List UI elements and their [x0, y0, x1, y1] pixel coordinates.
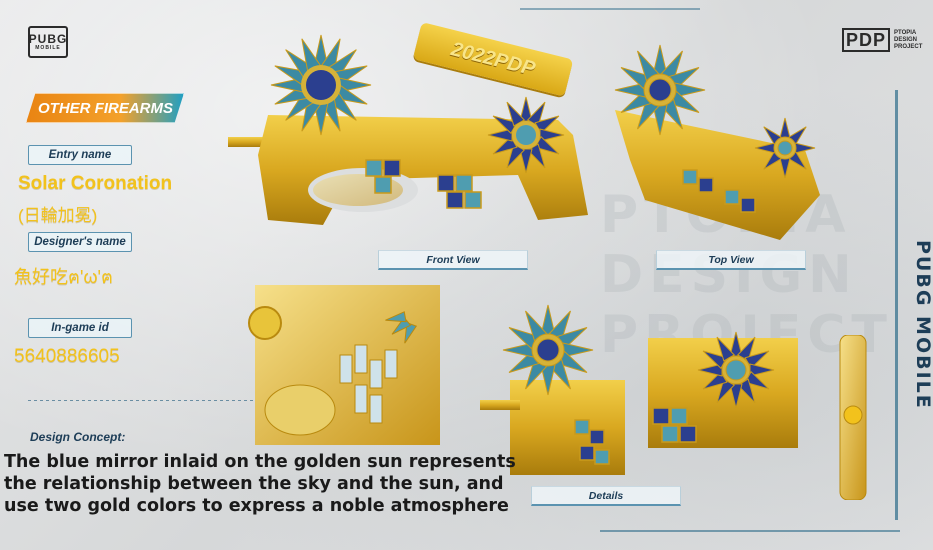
- ingame-id: 5640886605: [14, 346, 120, 367]
- pubg-logo-text: PUBG: [28, 32, 68, 46]
- pdp-logo: PDP PTOPIA DESIGN PROJECT: [842, 26, 922, 54]
- pdp-line1: PTOPIA: [894, 29, 917, 36]
- gun-detail-side: [248, 285, 440, 445]
- pdp-logo-text: PTOPIA DESIGN PROJECT: [894, 30, 922, 51]
- pdp-line2: DESIGN: [894, 36, 918, 43]
- divider-line: [28, 400, 388, 401]
- designer-name: 魚好吃ฅ'ω'ฅ: [14, 267, 114, 287]
- top-stripe: [520, 8, 700, 10]
- bottom-stripe: [600, 530, 900, 532]
- entry-name-en: Solar Coronation: [18, 173, 173, 194]
- front-view-label: Front View: [378, 250, 528, 270]
- pubg-logo: PUBG MOBILE: [28, 26, 68, 58]
- gun-detail-rear: [839, 335, 867, 500]
- entry-name-cn: (日輪加冕): [18, 206, 98, 225]
- entry-name-label: Entry name: [28, 145, 132, 165]
- side-stripe: [895, 90, 898, 520]
- ingame-id-label: In-game id: [28, 318, 132, 338]
- gun-front-view: [228, 34, 588, 225]
- pdp-line3: PROJECT: [894, 43, 923, 50]
- details-label: Details: [531, 486, 681, 506]
- gun-detail-front: [480, 304, 625, 475]
- pubg-logo-subtext: MOBILE: [35, 45, 61, 51]
- concept-line-1: The blue mirror inlaid on the golden sun…: [4, 452, 516, 472]
- gun-top-view: [614, 44, 820, 240]
- design-concept-title: Design Concept:: [30, 430, 126, 444]
- concept-line-3: use two gold colors to express a noble a…: [4, 496, 509, 516]
- category-banner: OTHER FIREARMS: [26, 93, 184, 123]
- top-view-label: Top View: [656, 250, 806, 270]
- designer-name-label: Designer's name: [28, 232, 132, 252]
- sun-emblem-1: [270, 34, 372, 136]
- concept-line-2: the relationship between the sky and the…: [4, 474, 504, 494]
- pdp-logo-mark: PDP: [842, 28, 891, 52]
- gun-detail-emblem: [648, 331, 798, 448]
- sun-emblem-2: [487, 96, 565, 174]
- vertical-brand-text: PUBG MOBILE: [912, 240, 933, 410]
- hex-inlay: [365, 159, 482, 209]
- design-concept-text: The blue mirror inlaid on the golden sun…: [4, 451, 524, 517]
